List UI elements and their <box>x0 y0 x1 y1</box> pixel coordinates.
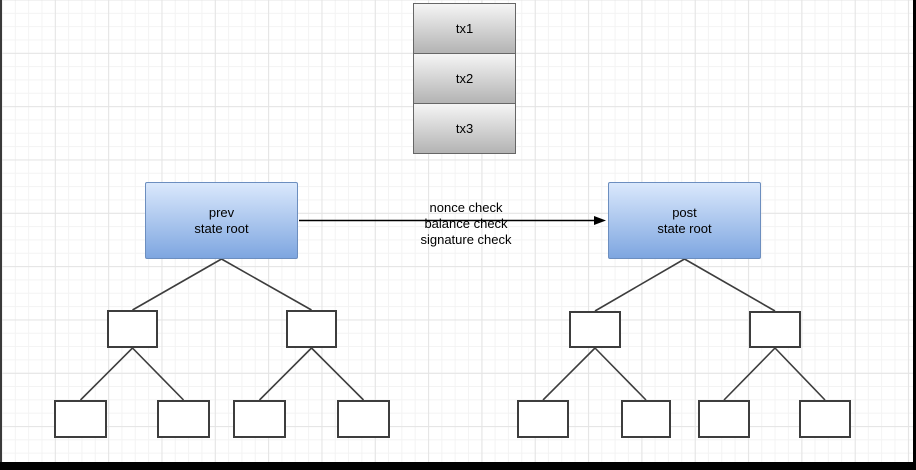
tx3-label: tx3 <box>455 121 474 136</box>
left-tree-leaf-node[interactable] <box>233 400 286 438</box>
prev-state-root-label-line1: prev <box>208 204 235 220</box>
tx3-box[interactable]: tx3 <box>413 103 516 154</box>
bottom-edge-bar <box>0 462 916 470</box>
connector-line[interactable] <box>132 258 222 311</box>
left-tree-leaf-node[interactable] <box>157 400 210 438</box>
left-tree-mid-node[interactable] <box>286 310 337 348</box>
check-label-balance: balance check <box>424 216 508 231</box>
tx1-label: tx1 <box>455 21 474 36</box>
connector-line[interactable] <box>79 347 134 401</box>
left-tree-mid-node[interactable] <box>107 310 158 348</box>
right-tree-leaf-node[interactable] <box>621 400 671 438</box>
right-tree-leaf-node[interactable] <box>517 400 569 438</box>
connector-line[interactable] <box>594 258 685 312</box>
connector-line[interactable] <box>723 347 776 401</box>
post-state-root-label-line2: state root <box>657 220 712 236</box>
connector-line[interactable] <box>221 258 312 311</box>
post-state-root-box[interactable]: post state root <box>608 182 761 259</box>
prev-state-root-label-line2: state root <box>194 220 249 236</box>
check-label-signature: signature check <box>420 232 512 247</box>
connector-line[interactable] <box>310 347 365 401</box>
post-state-root-label-line1: post <box>672 204 697 220</box>
left-edge-bar <box>0 0 2 470</box>
tx2-box[interactable]: tx2 <box>413 53 516 104</box>
right-edge-bar <box>913 0 916 470</box>
transition-checks-label: nonce check balance check signature chec… <box>376 200 556 248</box>
right-tree-leaf-node[interactable] <box>698 400 750 438</box>
connector-line[interactable] <box>131 347 185 401</box>
connector-line[interactable] <box>258 347 313 401</box>
connector-line[interactable] <box>774 347 826 401</box>
prev-state-root-box[interactable]: prev state root <box>145 182 298 259</box>
right-tree-leaf-node[interactable] <box>799 400 851 438</box>
tx1-box[interactable]: tx1 <box>413 3 516 54</box>
check-label-nonce: nonce check <box>429 200 503 215</box>
transition-arrow-head <box>594 216 606 225</box>
connector-line[interactable] <box>594 347 647 401</box>
left-tree-leaf-node[interactable] <box>54 400 107 438</box>
connector-line[interactable] <box>684 258 776 312</box>
right-tree-mid-node[interactable] <box>749 311 801 348</box>
right-tree-mid-node[interactable] <box>569 311 621 348</box>
left-tree-leaf-node[interactable] <box>337 400 390 438</box>
tx2-label: tx2 <box>455 71 474 86</box>
connector-line[interactable] <box>542 347 596 401</box>
